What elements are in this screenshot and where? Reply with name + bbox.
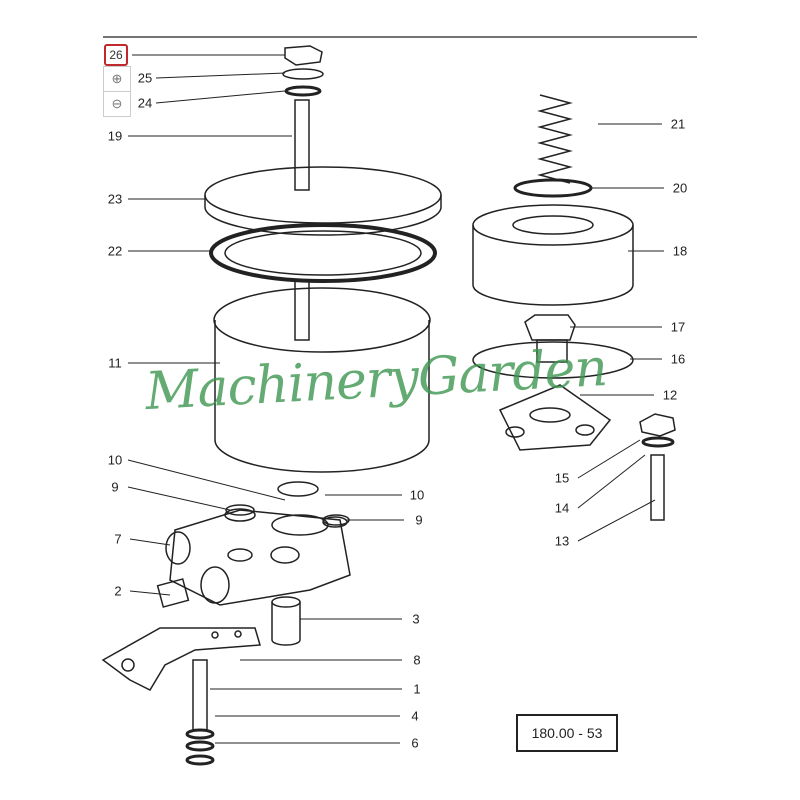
fullscreen-button[interactable]: 26 <box>104 44 128 66</box>
stud-bolt <box>650 454 665 521</box>
washer <box>641 436 675 448</box>
callout-label: 8 <box>413 652 421 668</box>
filter-head-body <box>156 481 351 608</box>
zoom-out-button[interactable]: ⊖ <box>103 91 131 117</box>
bracket <box>101 627 261 691</box>
callout-label: 16 <box>670 351 686 367</box>
zoom-in-button[interactable]: ⊕ <box>103 66 131 92</box>
callout-label: 10 <box>409 487 425 503</box>
filter-bowl <box>213 287 431 473</box>
fullscreen-icon-label: 26 <box>109 48 123 62</box>
reference-code: 180.00 - 53 <box>531 725 603 741</box>
callout-label: 23 <box>107 191 123 207</box>
filter-element <box>472 204 634 306</box>
callout-label: 10 <box>107 452 123 468</box>
sleeve <box>271 596 301 646</box>
bolt-and-washers <box>185 659 215 766</box>
spring <box>537 94 573 184</box>
callout-label: 13 <box>554 533 570 549</box>
flange <box>498 384 612 451</box>
callout-label: 14 <box>554 500 570 516</box>
gasket <box>209 223 437 283</box>
callout-label: 7 <box>114 531 122 547</box>
callout-label: 17 <box>670 319 686 335</box>
callout-label: 9 <box>111 479 119 495</box>
callout-label: 3 <box>412 611 420 627</box>
zoom-out-icon: ⊖ <box>111 96 123 111</box>
base-plate <box>472 341 634 379</box>
callout-label: 2 <box>114 583 122 599</box>
callout-label: 9 <box>415 512 423 528</box>
center-nut <box>524 314 576 363</box>
top-nut-and-stud <box>282 45 324 191</box>
callout-label: 11 <box>108 355 122 371</box>
callout-label: 22 <box>107 243 123 259</box>
callout-label: 25 <box>137 70 153 86</box>
callout-label: 4 <box>411 708 419 724</box>
zoom-in-icon: ⊕ <box>111 71 123 86</box>
callout-label: 21 <box>670 116 686 132</box>
nut <box>639 413 676 437</box>
reference-code-box: 180.00 - 53 <box>516 714 618 752</box>
callout-label: 20 <box>672 180 688 196</box>
callout-label: 24 <box>137 95 153 111</box>
stud <box>294 279 310 341</box>
callout-label: 19 <box>107 128 123 144</box>
callout-label: 1 <box>413 681 421 697</box>
callout-label: 18 <box>672 243 688 259</box>
callout-label: 15 <box>554 470 570 486</box>
leader-lines <box>127 54 664 744</box>
callout-label: 6 <box>411 735 419 751</box>
spring-seat <box>513 178 593 198</box>
callout-label: 12 <box>662 387 678 403</box>
